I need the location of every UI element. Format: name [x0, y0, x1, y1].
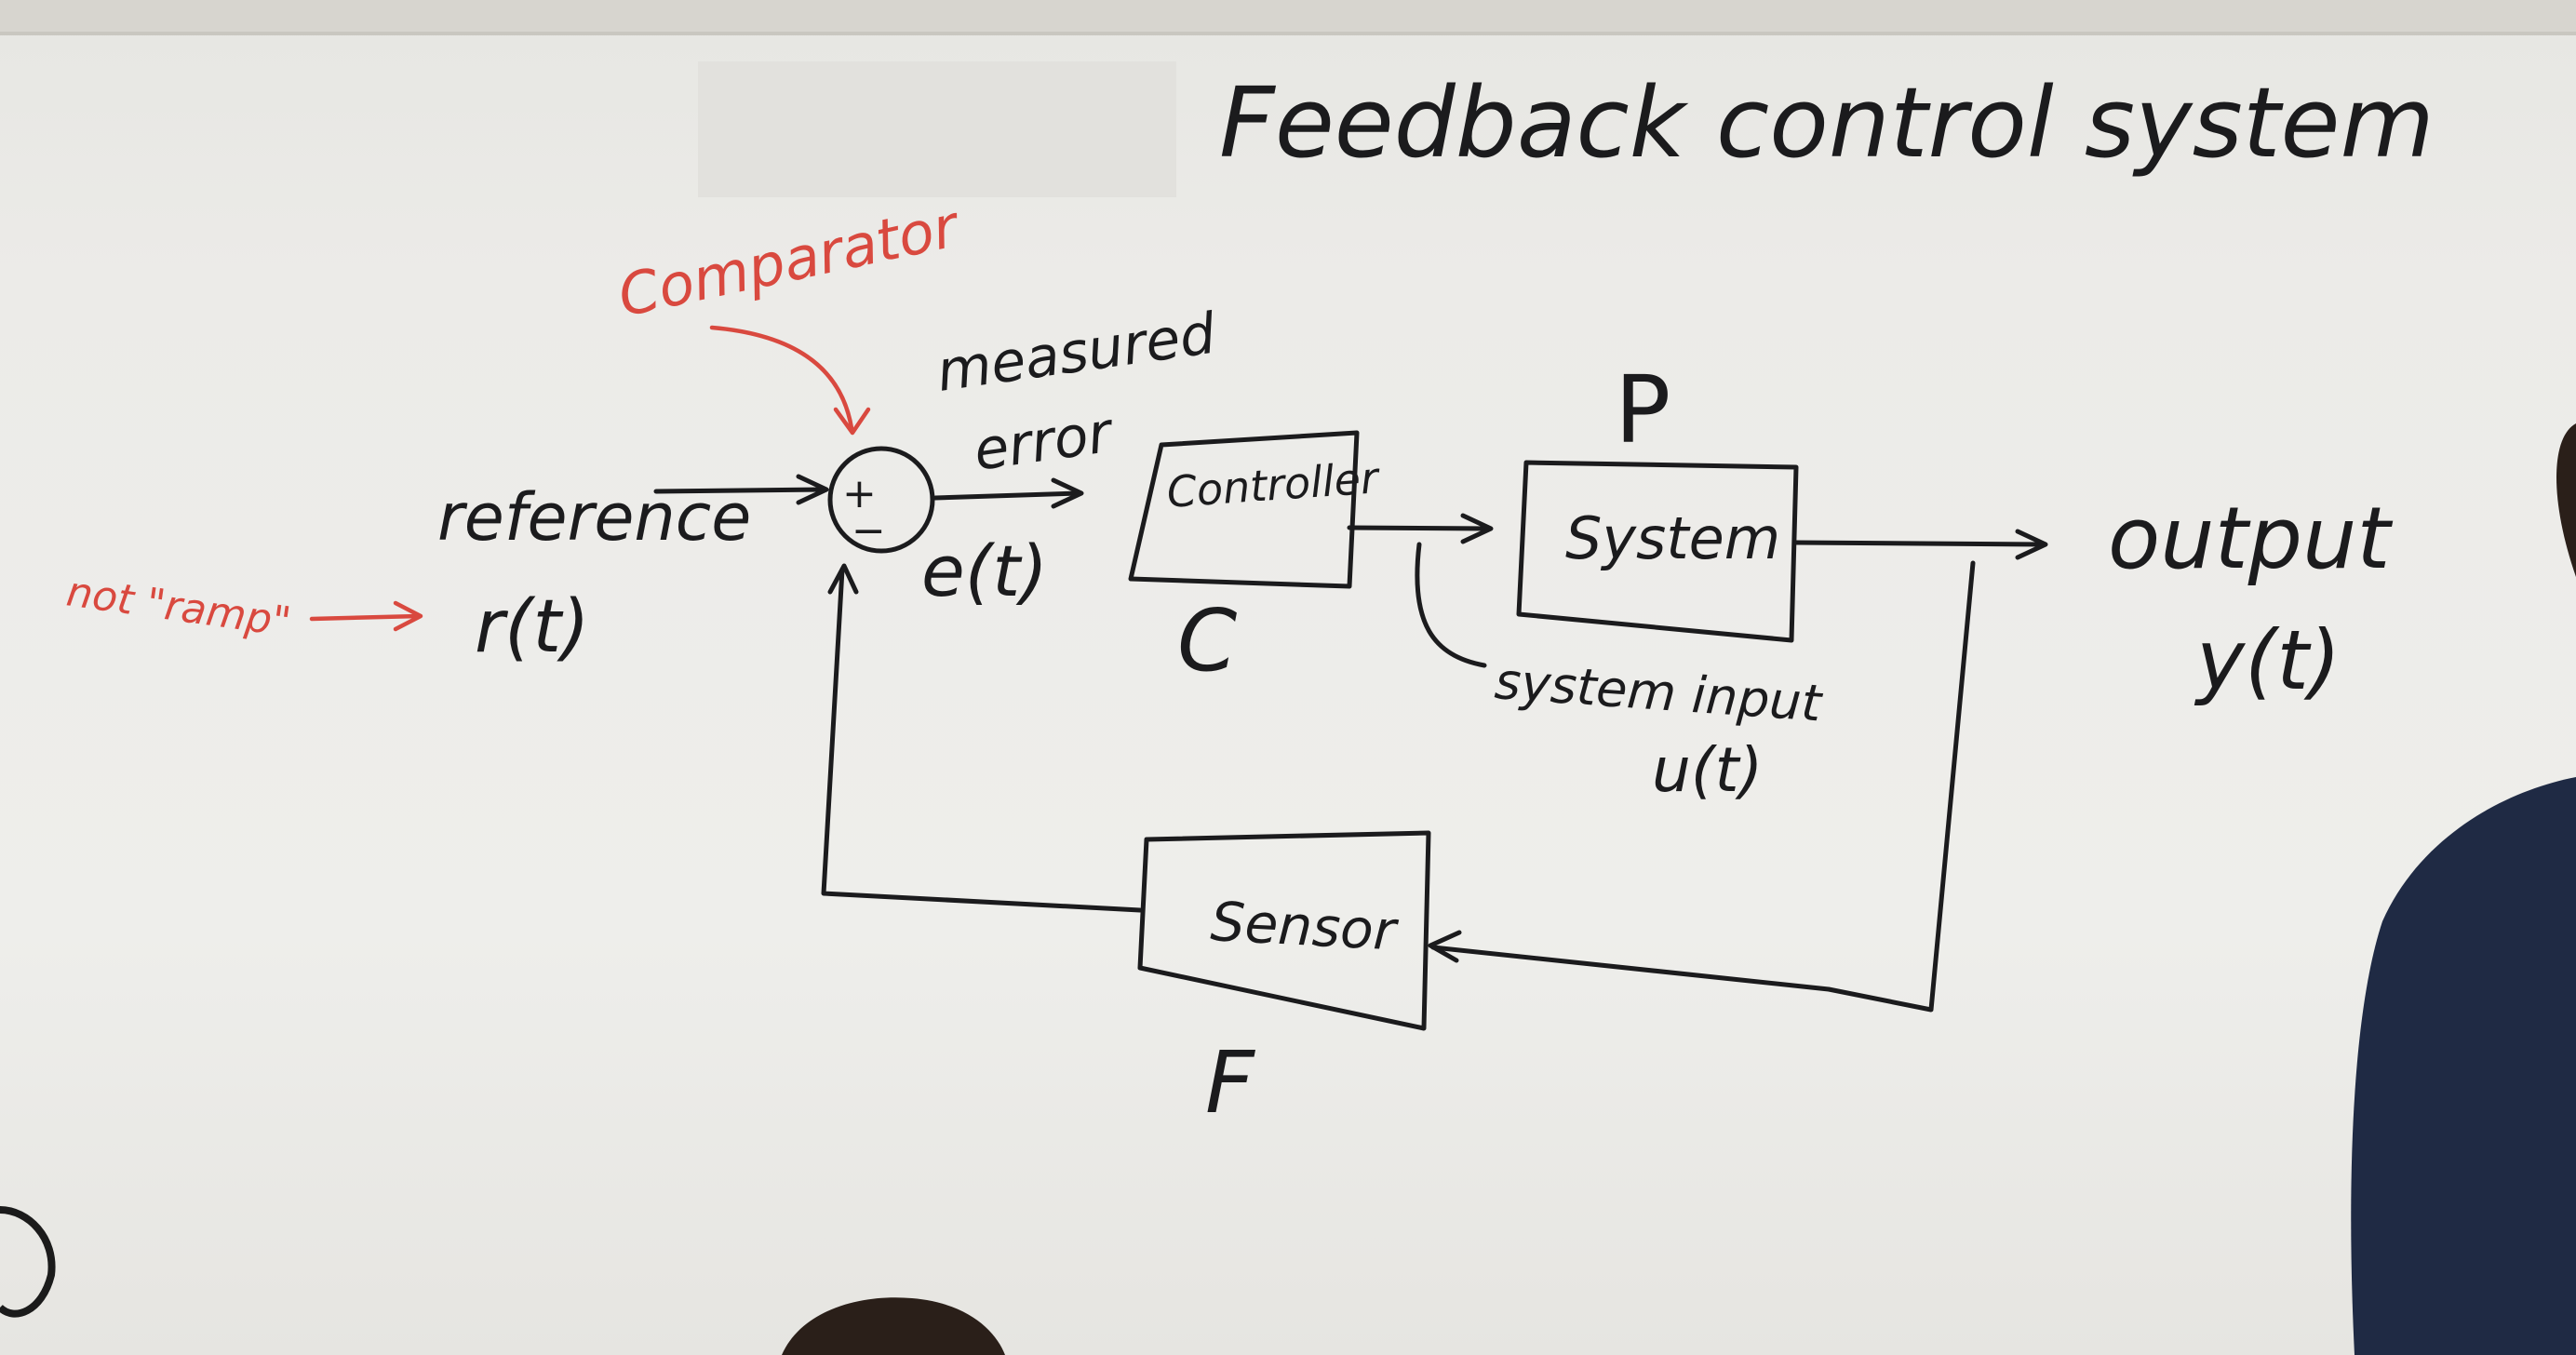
- comparator-label: Comparator: [612, 192, 967, 330]
- system-input-label: system input: [1493, 651, 1825, 732]
- output-arrow-line: [1793, 540, 2046, 547]
- diagram-title: Feedback control system: [1219, 66, 2435, 180]
- comparator-arrow-head: [833, 407, 871, 436]
- control-signal-arrow-head: [1460, 513, 1494, 544]
- sensor-block: [1137, 830, 1431, 1031]
- system-label: System: [1565, 504, 1780, 572]
- system-symbol: P: [1615, 356, 1670, 464]
- system-input-pointer: [1415, 542, 1487, 668]
- control-signal-arrow-line: [1347, 525, 1492, 531]
- feedback-path-line: [1430, 560, 1976, 1013]
- not-ramp-note: not "ramp": [63, 568, 293, 646]
- summing-plus: +: [842, 470, 877, 517]
- summing-minus: −: [852, 507, 886, 555]
- reference-symbol: r(t): [475, 585, 590, 669]
- error-arrow-line: [932, 490, 1082, 501]
- whiteboard-top-frame: [0, 0, 2576, 35]
- reference-arrow-head: [796, 474, 829, 505]
- error-symbol: e(t): [921, 530, 1048, 612]
- system-input-symbol: u(t): [1652, 734, 1763, 806]
- feedback-return-arrow-head: [827, 563, 859, 595]
- person-shirt: [2351, 777, 2576, 1355]
- reference-arrow-line: [653, 487, 826, 494]
- not-ramp-arrow-line: [309, 613, 422, 622]
- sensor-label: Sensor: [1209, 890, 1400, 962]
- comparator-arrow-line: [709, 325, 854, 431]
- not-ramp-arrow-head: [393, 600, 423, 632]
- feedback-return-line: [821, 567, 1143, 913]
- redacted-patch: [698, 61, 1176, 197]
- controller-block: [1128, 430, 1360, 589]
- sensor-symbol: F: [1205, 1033, 1255, 1133]
- controller-label: Controller: [1165, 452, 1383, 517]
- person-hair-edge: [2556, 423, 2576, 577]
- measured-label: measured: [932, 302, 1220, 405]
- person-head-bottom: [782, 1297, 1005, 1355]
- glasses-edge-icon: [0, 1206, 56, 1318]
- output-symbol: y(t): [2194, 612, 2341, 708]
- controller-symbol: C: [1177, 591, 1237, 691]
- summing-junction: [827, 446, 935, 554]
- error-label: error: [970, 400, 1118, 484]
- output-arrow-head: [2015, 529, 2048, 560]
- output-label: output: [2108, 489, 2393, 588]
- error-arrow-head: [1051, 477, 1084, 509]
- feedback-arrow-head: [1428, 930, 1462, 963]
- system-block: [1516, 460, 1799, 643]
